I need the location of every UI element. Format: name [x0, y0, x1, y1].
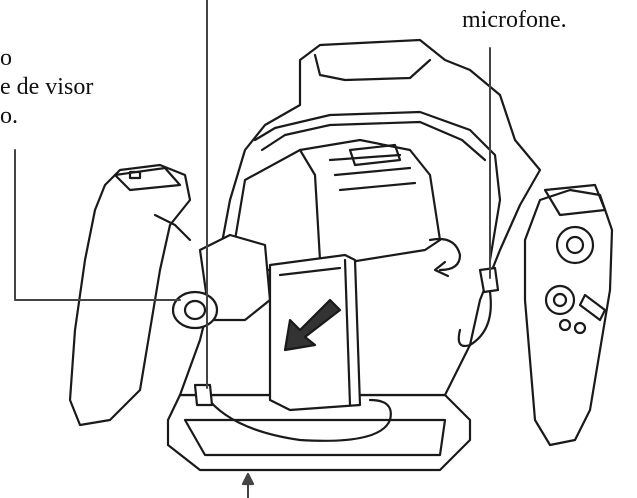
tape-compartment [268, 253, 362, 412]
viewfinder-cable [203, 393, 392, 442]
right-grip-dial [555, 225, 595, 265]
leader-line-viewfinder [14, 149, 181, 301]
viewfinder-label-line-3: o. [0, 103, 18, 129]
housing-top-handle [313, 53, 432, 82]
right-grip-control [544, 284, 576, 316]
left-grip-mount [113, 166, 182, 192]
microphone-cable [457, 290, 492, 348]
housing-rim [253, 110, 502, 262]
camcorder-lens [171, 290, 219, 330]
microphone-label: microfone. [462, 7, 567, 33]
camcorder-top-buttons [348, 143, 402, 167]
right-grip-mount [543, 183, 607, 217]
viewfinder-label-line-1: o [0, 45, 12, 71]
base-tray-inner [183, 418, 447, 457]
left-grip-button [128, 170, 142, 180]
right-grip-lever [578, 293, 607, 322]
left-grip [68, 163, 192, 427]
viewfinder-label-line-2: e de visor [0, 74, 94, 100]
connector-plug [193, 383, 214, 407]
rotate-arrow [428, 237, 462, 272]
insert-arrow [283, 298, 342, 352]
